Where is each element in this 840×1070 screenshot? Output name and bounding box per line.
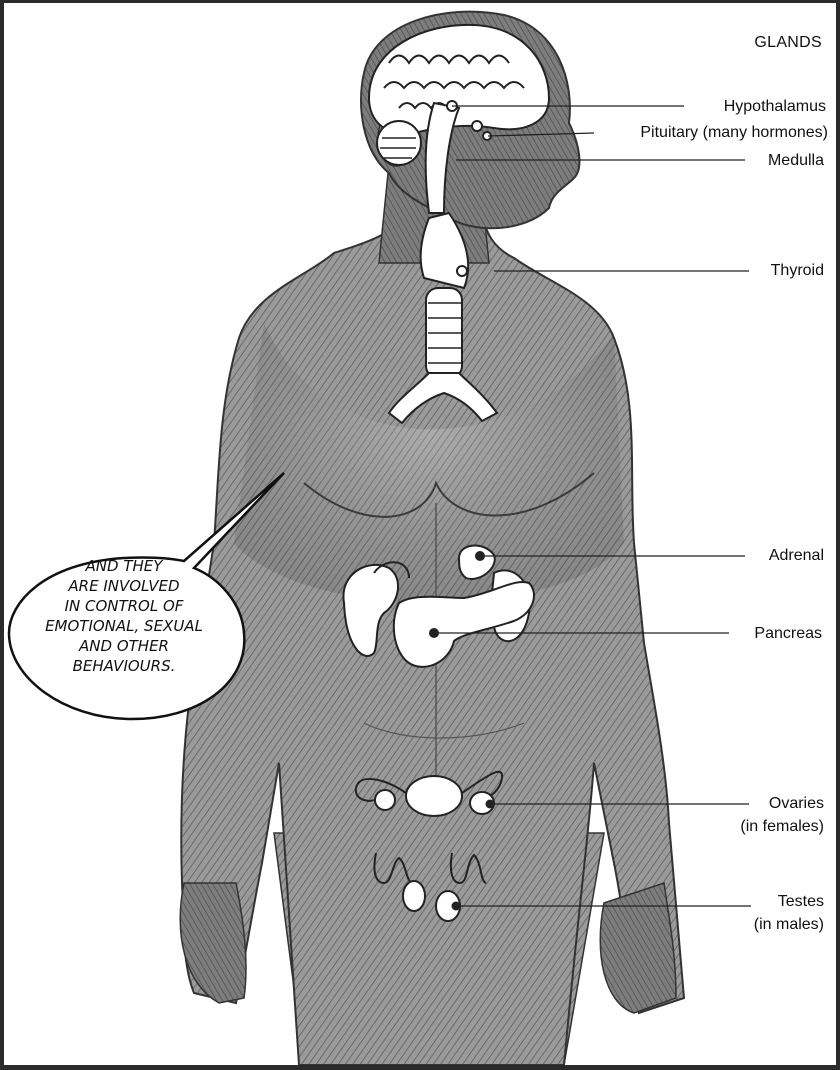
label-pancreas: Pancreas xyxy=(754,625,822,642)
leader-lines xyxy=(434,105,751,907)
label-medulla: Medulla xyxy=(767,152,824,169)
label-testes: Testes xyxy=(777,893,824,910)
bubble-line: ARE INVOLVED xyxy=(68,577,180,595)
abdominal-glands xyxy=(342,544,535,668)
speech-bubble xyxy=(7,472,285,721)
speech-bubble-text: AND THEY ARE INVOLVED IN CONTROL OF EMOT… xyxy=(18,556,230,676)
label-adrenal: Adrenal xyxy=(768,547,824,564)
bubble-line: EMOTIONAL, SEXUAL xyxy=(45,617,203,635)
human-body-figure xyxy=(7,10,751,1065)
label-ovaries: Ovaries xyxy=(768,795,824,812)
bubble-line: IN CONTROL OF xyxy=(64,597,184,615)
label-pituitary: Pituitary (many hormones) xyxy=(640,124,828,141)
label-thyroid: Thyroid xyxy=(770,262,824,279)
bubble-line: BEHAVIOURS. xyxy=(72,657,176,675)
bubble-line: AND THEY xyxy=(85,557,163,575)
label-hypothalamus: Hypothalamus xyxy=(723,98,826,115)
diagram-title: GLANDS xyxy=(754,34,822,51)
brain xyxy=(367,23,551,214)
thyroid-trachea xyxy=(387,211,499,425)
bubble-line: AND OTHER xyxy=(79,637,169,655)
ovaries xyxy=(354,770,504,817)
label-ovaries-note: (in females) xyxy=(740,818,824,835)
label-testes-note: (in males) xyxy=(753,916,824,933)
testes xyxy=(373,852,487,922)
illustration-panel: GLANDS Hypothalamus Pituitary (many horm… xyxy=(4,3,836,1065)
